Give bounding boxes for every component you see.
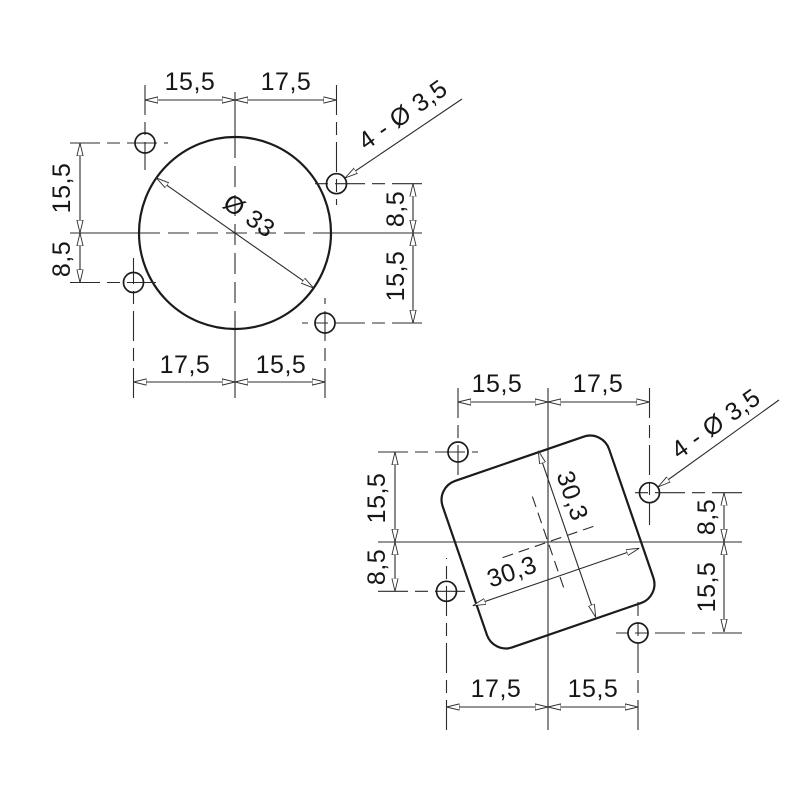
dimension-square-width: 30,3 — [473, 547, 639, 607]
diameter-label: Ø 33 — [218, 188, 280, 243]
mounting-hole-bottom-left — [122, 271, 145, 294]
holes-leader: 4 - Ø 3,5 — [658, 383, 780, 488]
dim-label: 8,5 — [363, 549, 391, 585]
dim-label: 17,5 — [573, 370, 624, 398]
dim-label: 15,5 — [256, 351, 307, 379]
hole-extension-lines — [70, 85, 422, 398]
mounting-hole-bottom-right — [314, 312, 336, 334]
holes-leader: 4 - Ø 3,5 — [345, 74, 463, 179]
dimension-right: 8,5 15,5 — [693, 492, 724, 632]
cutout-square — [440, 434, 656, 650]
mounting-hole-bottom-right — [627, 622, 649, 644]
dim-label: 15,5 — [48, 163, 76, 214]
dim-label: 15,5 — [568, 675, 619, 703]
dimension-square-height: 30,3 — [537, 451, 597, 617]
dim-label: 15,5 — [382, 251, 410, 302]
dimension-left: 15,5 8,5 — [363, 452, 395, 592]
dim-label: 15,5 — [693, 562, 721, 613]
mounting-hole-top-right — [325, 172, 348, 195]
dim-label: 30,3 — [483, 551, 540, 594]
dim-label: 17,5 — [471, 675, 522, 703]
dimension-bottom: 17,5 15,5 — [446, 675, 638, 707]
mounting-hole-top-left — [447, 441, 469, 463]
mounting-hole-top-left — [134, 132, 156, 154]
dim-label: 8,5 — [693, 499, 721, 535]
dim-label: 15,5 — [363, 473, 391, 524]
dimension-top: 15,5 17,5 — [145, 68, 337, 100]
dim-label: 17,5 — [261, 68, 312, 96]
dim-label: 8,5 — [382, 191, 410, 227]
dimension-left: 15,5 8,5 — [48, 143, 80, 283]
dimension-right: 8,5 15,5 — [382, 183, 413, 323]
circle-cutout-view: 15,5 17,5 17,5 15,5 15,5 8,5 8,5 15,5 Ø — [48, 68, 463, 398]
dim-label: 15,5 — [472, 370, 523, 398]
dim-label: 17,5 — [160, 351, 211, 379]
square-cutout-view: 15,5 17,5 17,5 15,5 15,5 8,5 8,5 15,5 3 — [363, 370, 780, 730]
dimension-bottom: 17,5 15,5 — [133, 351, 325, 382]
mounting-hole-bottom-left — [435, 580, 458, 603]
dimension-top: 15,5 17,5 — [458, 370, 650, 402]
mounting-hole-top-right — [638, 481, 661, 504]
cutout-circle — [137, 135, 333, 331]
dim-label: 8,5 — [48, 241, 76, 277]
dim-label: 30,3 — [551, 467, 594, 524]
holes-note-label: 4 - Ø 3,5 — [666, 383, 765, 464]
dim-label: 15,5 — [165, 68, 216, 96]
